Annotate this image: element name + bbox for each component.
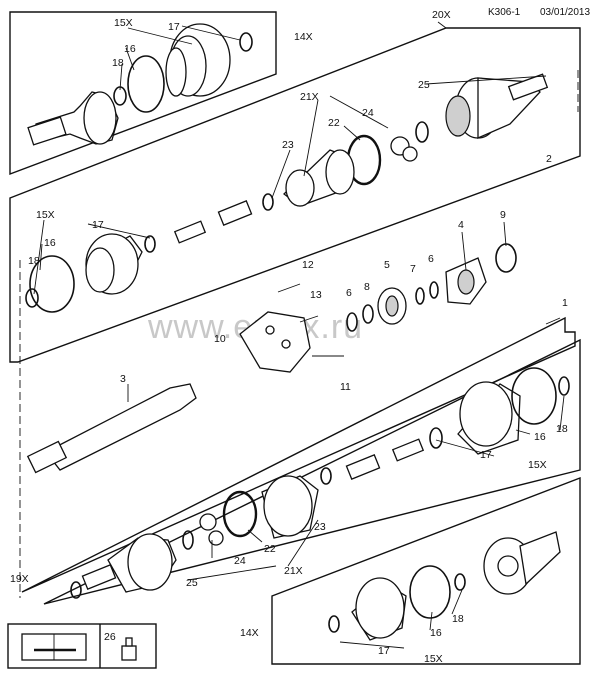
label-13: 13 (310, 289, 322, 301)
label-16-bottom: 16 (430, 627, 442, 639)
label-17-bottom: 17 (378, 645, 390, 657)
label-4: 4 (458, 219, 464, 231)
legend-lubricant-bottle-icon (121, 637, 137, 661)
label-9: 9 (500, 209, 506, 221)
label-12: 12 (302, 259, 314, 271)
label-18-left-shaft: 18 (556, 423, 568, 435)
part-labels: 15X 17 16 18 14X 20X 25 21X 24 22 23 2 1… (10, 9, 568, 665)
label-25-top: 25 (418, 79, 430, 91)
diagram-date: 03/01/2013 (540, 7, 590, 18)
outer-cv-joint-bottom (328, 531, 561, 641)
label-14x-bottom: 14X (240, 627, 259, 639)
label-15x-mid: 15X (36, 209, 55, 221)
intermediate-shaft-group (26, 243, 517, 474)
label-25-bottom: 25 (186, 577, 198, 589)
legend-box (7, 623, 157, 669)
label-21x-bottom: 21X (284, 565, 303, 577)
label-18-bottom: 18 (452, 613, 464, 625)
frame-14x-bottom (271, 476, 581, 665)
label-17-top: 17 (168, 21, 180, 33)
label-7: 7 (410, 263, 416, 275)
leader-lines (33, 21, 565, 649)
label-16-mid: 16 (44, 237, 56, 249)
right-inner-tripod-housing (25, 73, 549, 313)
label-3: 3 (120, 373, 126, 385)
label-21x-top: 21X (300, 91, 319, 103)
frame-14x-top (9, 11, 277, 176)
label-16-top: 16 (124, 43, 136, 55)
label-15x-bottom: 15X (424, 653, 443, 665)
outer-cv-joint-top (27, 23, 253, 146)
diagram-code: K306-1 (488, 7, 521, 18)
label-1: 1 (562, 297, 568, 309)
label-24-bottom: 24 (234, 555, 246, 567)
legend-book-wrench-icon (21, 633, 87, 661)
label-10: 10 (214, 333, 226, 345)
left-shaft-components (70, 367, 570, 599)
frame-19x-inner (43, 338, 581, 605)
label-20x: 20X (432, 9, 451, 21)
label-6-right: 6 (428, 253, 434, 265)
label-23-bottom: 23 (314, 521, 326, 533)
label-2: 2 (546, 153, 552, 165)
label-19x: 19X (10, 573, 29, 585)
label-24-top: 24 (362, 107, 374, 119)
label-14x-top: 14X (294, 31, 313, 43)
label-6-left: 6 (346, 287, 352, 299)
label-17-left-shaft: 17 (480, 449, 492, 461)
label-22-bottom: 22 (264, 543, 276, 555)
label-15x-top: 15X (114, 17, 133, 29)
label-15x-left-shaft: 15X (528, 459, 547, 471)
label-17-mid: 17 (92, 219, 104, 231)
label-26: 26 (104, 631, 116, 643)
label-18-mid: 18 (28, 255, 40, 267)
label-5: 5 (384, 259, 390, 271)
label-22-top: 22 (328, 117, 340, 129)
label-18-top: 18 (112, 57, 124, 69)
label-8: 8 (364, 281, 370, 293)
label-16-left-shaft: 16 (534, 431, 546, 443)
label-23-top: 23 (282, 139, 294, 151)
label-11: 11 (340, 381, 351, 393)
